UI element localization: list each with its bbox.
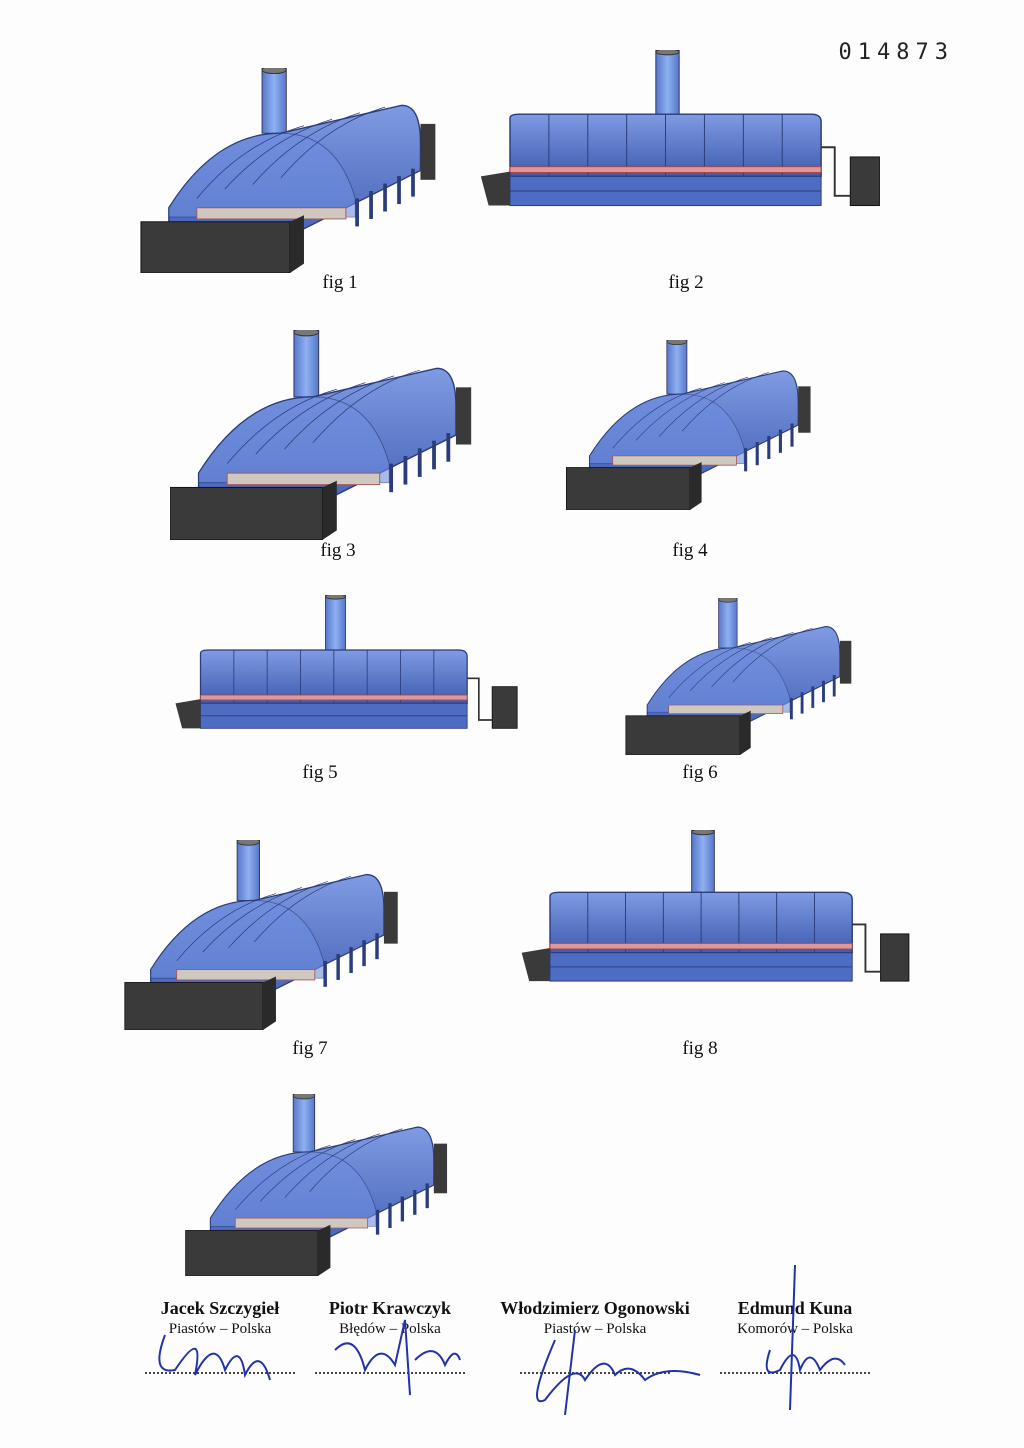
document-number: 014873 [838,40,954,65]
figure-1-render [140,68,440,273]
signature-line [520,1372,670,1374]
signature-line [145,1372,295,1374]
signatory-name: Włodzimierz Ogonowski [500,1298,690,1318]
figure-2-render [480,50,890,225]
signatory-1: Jacek Szczygieł Piastów – Polska [120,1298,320,1374]
signatory-place: Błędów – Polska [339,1321,441,1337]
figure-3-render [170,330,475,540]
signatory-name: Piotr Krawczyk [328,1298,452,1318]
figure-7-caption: fig 7 [292,1038,328,1059]
handwritten-signature-3 [536,1329,701,1416]
signatory-4: Edmund Kuna Komorów – Polska [695,1298,895,1374]
signature-line [720,1372,870,1374]
figure-4-render [525,340,855,510]
signatory-3: Włodzimierz Ogonowski Piastów – Polska [470,1298,720,1374]
signatory-2: Piotr Krawczyk Błędów – Polska [290,1298,490,1374]
signatory-place: Piastów – Polska [543,1321,647,1337]
signatory-place: Piastów – Polska [168,1321,272,1337]
signatory-name: Edmund Kuna [737,1298,853,1318]
figure-4-caption: fig 4 [672,540,708,561]
handwritten-signature-4 [765,1264,846,1411]
figure-9-render [158,1094,478,1276]
handwritten-signature-1 [158,1334,271,1381]
handwritten-signature-2 [334,1319,461,1396]
figure-5-render [113,595,588,745]
signature-line [315,1372,465,1374]
figure-8-render [505,830,935,1000]
figure-8-caption: fig 8 [682,1038,718,1059]
figure-3-caption: fig 3 [320,540,356,561]
signatory-place: Komorów – Polska [737,1321,853,1337]
figure-1-caption: fig 1 [322,272,358,293]
figure-2-caption: fig 2 [668,272,704,293]
signatory-name: Jacek Szczygieł [160,1298,280,1318]
figure-5-caption: fig 5 [302,762,338,783]
figure-7-render [68,840,458,1030]
figure-6-caption: fig 6 [682,762,718,783]
figure-6-render [605,598,875,755]
